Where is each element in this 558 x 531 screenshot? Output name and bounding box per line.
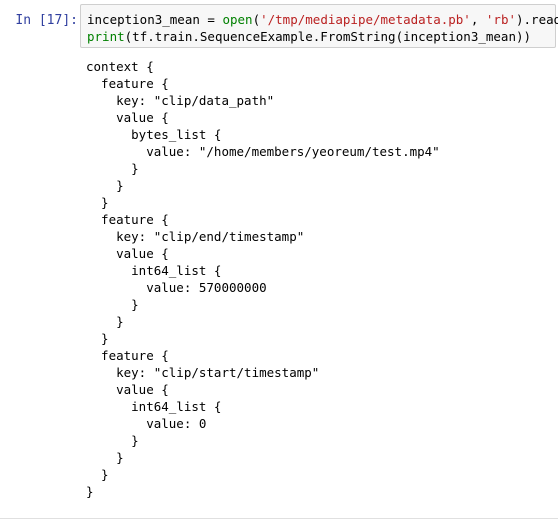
output-line: value: "/home/members/yeoreum/test.mp4"	[86, 144, 440, 159]
output-line: }	[86, 433, 139, 448]
code-token-comma: ,	[470, 12, 486, 27]
code-token-read-call: ).read()	[516, 12, 558, 27]
output-line: key: "clip/start/timestamp"	[86, 365, 320, 380]
output-line: value {	[86, 382, 169, 397]
output-line: }	[86, 331, 109, 346]
cell-output: context { feature { key: "clip/data_path…	[86, 58, 440, 500]
output-line: }	[86, 467, 109, 482]
output-line: int64_list {	[86, 399, 222, 414]
output-line: value {	[86, 110, 169, 125]
output-line: }	[86, 484, 94, 499]
output-line: context {	[86, 59, 154, 74]
output-line: }	[86, 178, 124, 193]
code-line-1: inception3_mean = open('/tmp/mediapipe/m…	[87, 12, 558, 27]
output-line: feature {	[86, 348, 169, 363]
code-token-open-builtin: open	[222, 12, 253, 27]
output-line: }	[86, 161, 139, 176]
code-line-2: print(tf.train.SequenceExample.FromStrin…	[87, 29, 531, 44]
output-line: value: 570000000	[86, 280, 267, 295]
output-line: key: "clip/data_path"	[86, 93, 275, 108]
output-line: value {	[86, 246, 169, 261]
code-token-print-builtin: print	[87, 29, 125, 44]
code-token-path-string: '/tmp/mediapipe/metadata.pb'	[260, 12, 471, 27]
code-editor[interactable]: inception3_mean = open('/tmp/mediapipe/m…	[87, 11, 558, 45]
output-line: }	[86, 314, 124, 329]
code-token-assign: =	[199, 12, 223, 27]
code-token-mode-string: 'rb'	[485, 12, 516, 27]
output-line: feature {	[86, 212, 169, 227]
code-token-paren: (	[252, 12, 261, 27]
code-token-print-args: (tf.train.SequenceExample.FromString(inc…	[124, 29, 532, 44]
code-input-area[interactable]: inception3_mean = open('/tmp/mediapipe/m…	[80, 4, 558, 48]
code-token-var: inception3_mean	[87, 12, 200, 27]
output-line: }	[86, 297, 139, 312]
output-line: feature {	[86, 76, 169, 91]
output-line: }	[86, 450, 124, 465]
output-line: int64_list {	[86, 263, 222, 278]
output-line: value: 0	[86, 416, 207, 431]
output-line: bytes_list {	[86, 127, 222, 142]
cell-divider	[0, 518, 558, 519]
input-prompt: In [17]:	[15, 13, 78, 28]
output-line: }	[86, 195, 109, 210]
output-line: key: "clip/end/timestamp"	[86, 229, 305, 244]
